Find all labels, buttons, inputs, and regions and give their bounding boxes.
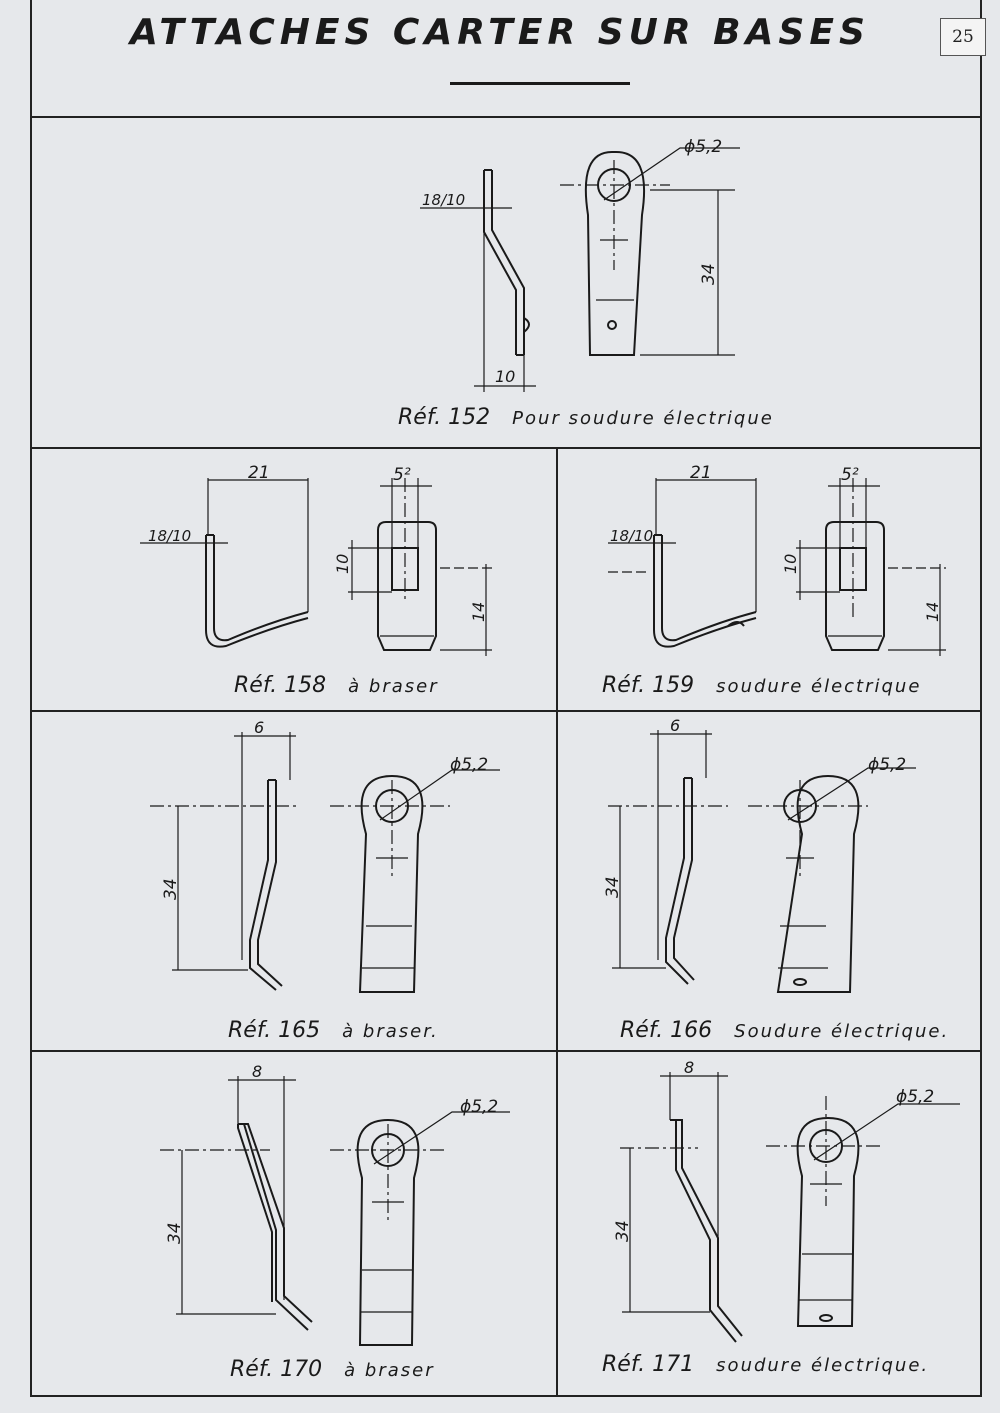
part-166-hole-label: ϕ5,2 — [868, 755, 906, 775]
part-158-length-label: 14 — [469, 602, 488, 622]
part-158-thickness-label: 18/10 — [148, 527, 191, 545]
part-165-desc: à braser. — [342, 1021, 439, 1042]
sheet-title: ATTACHES CARTER SUR BASES — [130, 12, 870, 53]
sheet-frame — [30, 0, 982, 1397]
part-158-caption: Réf. 158 à braser — [234, 673, 439, 698]
part-165-ref: Réf. 165 — [228, 1018, 321, 1043]
part-158-desc: à braser — [348, 676, 439, 697]
grid-rule-2 — [30, 710, 980, 712]
part-159-ref: Réf. 159 — [602, 673, 695, 698]
part-165-caption: Réf. 165 à braser. — [228, 1018, 439, 1043]
grid-rule-3 — [30, 1050, 980, 1052]
part-159-thickness-label: 18/10 — [610, 527, 653, 545]
part-171-ref: Réf. 171 — [602, 1352, 695, 1377]
part-158-slot-h-label: 10 — [333, 554, 352, 574]
part-170-drawing: 8 ϕ5,2 34 — [160, 1062, 510, 1346]
part-170-caption: Réf. 170 à braser — [230, 1357, 435, 1382]
part-158-slot-w-label: 5² — [393, 465, 411, 485]
part-152-desc: Pour soudure électrique — [512, 408, 774, 429]
part-152-thickness-label: 18/10 — [422, 191, 465, 209]
part-152-ref: Réf. 152 — [398, 405, 491, 430]
part-158-ref: Réf. 158 — [234, 673, 327, 698]
part-165-length-label: 34 — [161, 878, 181, 900]
part-170-hole-label: ϕ5,2 — [460, 1097, 498, 1117]
part-158-drawing: 21 18/10 5² 10 14 — [140, 463, 492, 656]
part-170-ref: Réf. 170 — [230, 1357, 323, 1382]
part-165-hole-label: ϕ5,2 — [450, 755, 488, 775]
grid-rule-center — [556, 447, 558, 1395]
part-159-height-label: 21 — [690, 463, 712, 483]
part-171-desc: soudure électrique. — [716, 1355, 930, 1376]
part-152-hole-label: ϕ5,2 — [684, 137, 722, 157]
part-152-width-label: 10 — [495, 367, 515, 386]
page-number: 25 — [940, 18, 986, 56]
part-159-slot-w-label: 5² — [841, 465, 859, 485]
part-171-caption: Réf. 171 soudure électrique. — [602, 1352, 929, 1377]
part-159-length-label: 14 — [923, 602, 942, 622]
part-171-drawing: 8 ϕ5,2 34 — [613, 1058, 960, 1343]
part-159-caption: Réf. 159 soudure électrique — [602, 673, 921, 698]
part-152-drawing: 18/10 10 ϕ5,2 34 — [420, 137, 740, 392]
part-170-desc: à braser — [344, 1360, 435, 1381]
part-171-width-label: 8 — [684, 1058, 694, 1077]
part-152-length-label: 34 — [699, 263, 719, 285]
part-165-width-label: 6 — [254, 718, 264, 737]
part-165-drawing: 6 ϕ5,2 34 — [150, 718, 500, 993]
part-152-caption: Réf. 152 Pour soudure électrique — [398, 405, 774, 430]
part-166-desc: Soudure électrique. — [734, 1021, 950, 1042]
title-underline — [450, 82, 630, 85]
part-166-caption: Réf. 166 Soudure électrique. — [620, 1018, 949, 1043]
part-171-length-label: 34 — [613, 1220, 633, 1242]
grid-rule-top — [30, 116, 980, 118]
part-159-drawing: 21 18/10 5² 10 14 — [608, 463, 946, 656]
part-158-height-label: 21 — [248, 463, 270, 483]
part-170-width-label: 8 — [252, 1062, 262, 1081]
part-159-slot-h-label: 10 — [781, 554, 800, 574]
part-166-drawing: 6 ϕ5,2 34 — [603, 716, 916, 993]
part-166-length-label: 34 — [603, 876, 623, 898]
part-166-ref: Réf. 166 — [620, 1018, 713, 1043]
part-159-desc: soudure électrique — [716, 676, 922, 697]
part-166-width-label: 6 — [670, 716, 680, 735]
part-170-length-label: 34 — [165, 1222, 185, 1244]
part-171-hole-label: ϕ5,2 — [896, 1087, 934, 1107]
grid-rule-1 — [30, 447, 980, 449]
